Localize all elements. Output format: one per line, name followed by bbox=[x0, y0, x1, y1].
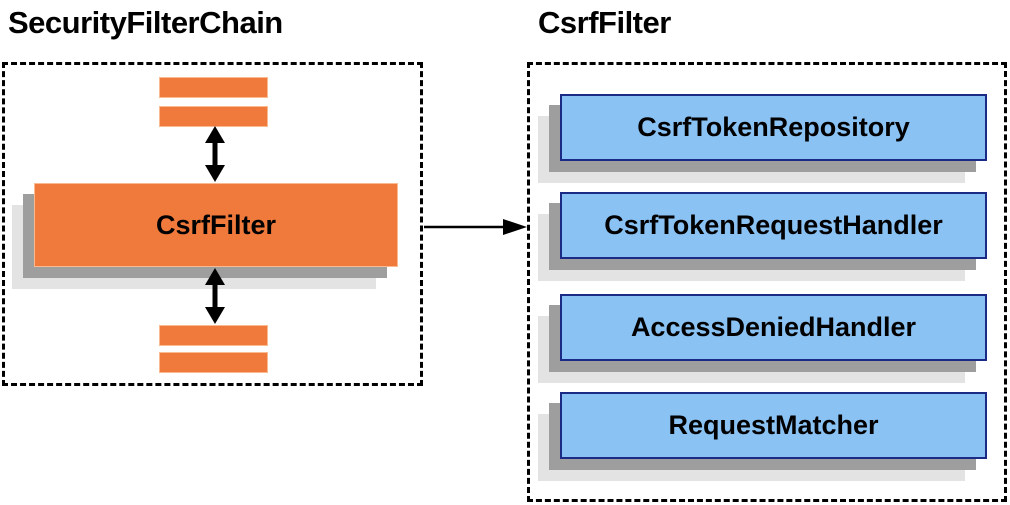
csrf-token-request-handler-box: CsrfTokenRequestHandler bbox=[560, 192, 987, 259]
double-arrow-icon bbox=[205, 268, 225, 324]
filter-placeholder-bar-bottom-2 bbox=[159, 352, 268, 373]
filter-placeholder-bar-bottom-1 bbox=[159, 325, 268, 346]
csrf-token-repository-box: CsrfTokenRepository bbox=[560, 94, 987, 161]
security-filter-chain-container bbox=[2, 62, 423, 386]
double-arrow-icon bbox=[205, 126, 225, 182]
csrf-filter-box: CsrfFilter bbox=[34, 183, 398, 267]
access-denied-handler-box: AccessDeniedHandler bbox=[560, 294, 987, 361]
request-matcher-box: RequestMatcher bbox=[560, 392, 987, 459]
filter-placeholder-bar-top-2 bbox=[159, 106, 268, 127]
security-filter-chain-title: SecurityFilterChain bbox=[8, 5, 283, 40]
csrf-filter-container bbox=[527, 62, 1007, 502]
filter-placeholder-bar-top-1 bbox=[159, 77, 268, 98]
arrow-right-icon bbox=[424, 219, 527, 235]
csrf-filter-title: CsrfFilter bbox=[538, 5, 671, 40]
